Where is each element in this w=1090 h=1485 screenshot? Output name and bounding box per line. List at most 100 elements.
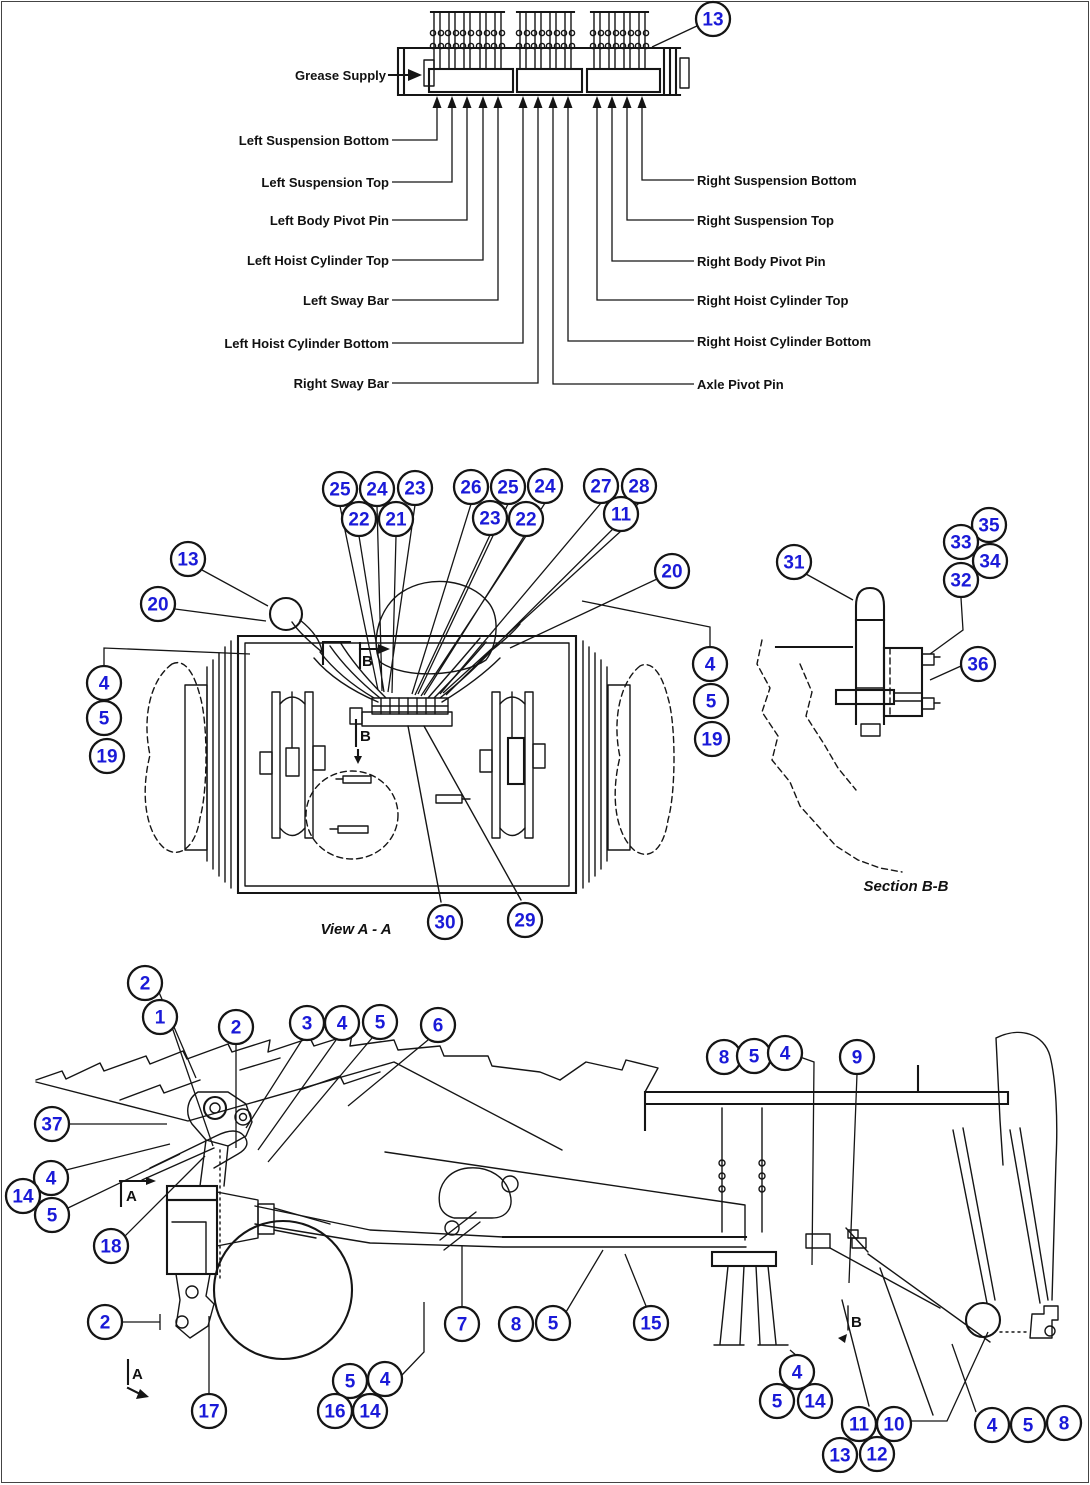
balloon-circle[interactable] — [489, 468, 527, 506]
balloon-30[interactable]: 30 — [426, 903, 464, 941]
balloon-circle[interactable] — [694, 0, 732, 38]
balloon-23[interactable]: 23 — [471, 499, 509, 537]
balloon-11[interactable]: 11 — [602, 495, 640, 533]
balloon-circle[interactable] — [85, 699, 123, 737]
balloon-4[interactable]: 4 — [85, 664, 123, 702]
balloon-circle[interactable] — [497, 1305, 535, 1343]
balloon-9[interactable]: 9 — [838, 1038, 876, 1076]
balloon-4[interactable]: 4 — [366, 1360, 404, 1398]
balloon-5[interactable]: 5 — [735, 1037, 773, 1075]
balloon-22[interactable]: 22 — [507, 500, 545, 538]
balloon-2[interactable]: 2 — [86, 1303, 124, 1341]
balloon-32[interactable]: 32 — [942, 561, 980, 599]
balloon-circle[interactable] — [471, 499, 509, 537]
balloon-5[interactable]: 5 — [692, 682, 730, 720]
balloon-circle[interactable] — [582, 467, 620, 505]
balloon-circle[interactable] — [92, 1227, 130, 1265]
balloon-35[interactable]: 35 — [970, 506, 1008, 544]
balloon-circle[interactable] — [169, 540, 207, 578]
balloon-8[interactable]: 8 — [1045, 1404, 1083, 1442]
balloon-circle[interactable] — [452, 468, 490, 506]
balloon-13[interactable]: 13 — [169, 540, 207, 578]
balloon-10[interactable]: 10 — [875, 1405, 913, 1443]
balloon-5[interactable]: 5 — [1009, 1406, 1047, 1444]
balloon-circle[interactable] — [126, 964, 164, 1002]
balloon-11[interactable]: 11 — [840, 1405, 878, 1443]
balloon-4[interactable]: 4 — [323, 1004, 361, 1042]
balloon-21[interactable]: 21 — [377, 500, 415, 538]
balloon-26[interactable]: 26 — [452, 468, 490, 506]
balloon-circle[interactable] — [691, 645, 729, 683]
balloon-circle[interactable] — [1045, 1404, 1083, 1442]
balloon-12[interactable]: 12 — [858, 1435, 896, 1473]
balloon-circle[interactable] — [33, 1196, 71, 1234]
balloon-circle[interactable] — [942, 561, 980, 599]
balloon-circle[interactable] — [971, 542, 1009, 580]
balloon-circle[interactable] — [653, 552, 691, 590]
balloon-circle[interactable] — [361, 1003, 399, 1041]
balloon-20[interactable]: 20 — [653, 552, 691, 590]
balloon-circle[interactable] — [758, 1382, 796, 1420]
balloon-circle[interactable] — [396, 469, 434, 507]
balloon-5[interactable]: 5 — [361, 1003, 399, 1041]
balloon-5[interactable]: 5 — [534, 1304, 572, 1342]
balloon-34[interactable]: 34 — [971, 542, 1009, 580]
balloon-circle[interactable] — [4, 1177, 42, 1215]
balloon-37[interactable]: 37 — [33, 1105, 71, 1143]
balloon-circle[interactable] — [86, 1303, 124, 1341]
balloon-circle[interactable] — [942, 523, 980, 561]
balloon-5[interactable]: 5 — [758, 1382, 796, 1420]
balloon-20[interactable]: 20 — [139, 585, 177, 623]
balloon-2[interactable]: 2 — [126, 964, 164, 1002]
balloon-circle[interactable] — [534, 1304, 572, 1342]
balloon-circle[interactable] — [821, 1436, 859, 1474]
balloon-27[interactable]: 27 — [582, 467, 620, 505]
balloon-5[interactable]: 5 — [33, 1196, 71, 1234]
balloon-circle[interactable] — [875, 1405, 913, 1443]
balloon-19[interactable]: 19 — [88, 737, 126, 775]
balloon-circle[interactable] — [970, 506, 1008, 544]
balloon-5[interactable]: 5 — [331, 1362, 369, 1400]
balloon-36[interactable]: 36 — [959, 645, 997, 683]
balloon-circle[interactable] — [796, 1382, 834, 1420]
balloon-circle[interactable] — [33, 1105, 71, 1143]
balloon-circle[interactable] — [506, 901, 544, 939]
balloon-8[interactable]: 8 — [705, 1038, 743, 1076]
balloon-31[interactable]: 31 — [775, 543, 813, 581]
balloon-22[interactable]: 22 — [340, 500, 378, 538]
balloon-circle[interactable] — [602, 495, 640, 533]
balloon-16[interactable]: 16 — [316, 1392, 354, 1430]
balloon-19[interactable]: 19 — [693, 720, 731, 758]
balloon-circle[interactable] — [321, 470, 359, 508]
balloon-15[interactable]: 15 — [632, 1304, 670, 1342]
balloon-circle[interactable] — [766, 1034, 804, 1072]
balloon-14[interactable]: 14 — [351, 1392, 389, 1430]
balloon-circle[interactable] — [366, 1360, 404, 1398]
balloon-17[interactable]: 17 — [190, 1392, 228, 1430]
balloon-circle[interactable] — [443, 1305, 481, 1343]
balloon-33[interactable]: 33 — [942, 523, 980, 561]
balloon-25[interactable]: 25 — [489, 468, 527, 506]
balloon-1[interactable]: 1 — [141, 998, 179, 1036]
balloon-circle[interactable] — [526, 467, 564, 505]
balloon-6[interactable]: 6 — [419, 1006, 457, 1044]
balloon-4[interactable]: 4 — [32, 1159, 70, 1197]
balloon-3[interactable]: 3 — [288, 1004, 326, 1042]
balloon-circle[interactable] — [692, 682, 730, 720]
balloon-4[interactable]: 4 — [973, 1406, 1011, 1444]
balloon-circle[interactable] — [507, 500, 545, 538]
balloon-circle[interactable] — [426, 903, 464, 941]
balloon-circle[interactable] — [377, 500, 415, 538]
balloon-13[interactable]: 13 — [694, 0, 732, 38]
balloon-circle[interactable] — [419, 1006, 457, 1044]
balloon-circle[interactable] — [323, 1004, 361, 1042]
balloon-circle[interactable] — [693, 720, 731, 758]
balloon-circle[interactable] — [973, 1406, 1011, 1444]
balloon-circle[interactable] — [340, 500, 378, 538]
balloon-4[interactable]: 4 — [766, 1034, 804, 1072]
balloon-circle[interactable] — [778, 1353, 816, 1391]
balloon-5[interactable]: 5 — [85, 699, 123, 737]
balloon-14[interactable]: 14 — [796, 1382, 834, 1420]
balloon-circle[interactable] — [620, 467, 658, 505]
balloon-circle[interactable] — [358, 470, 396, 508]
